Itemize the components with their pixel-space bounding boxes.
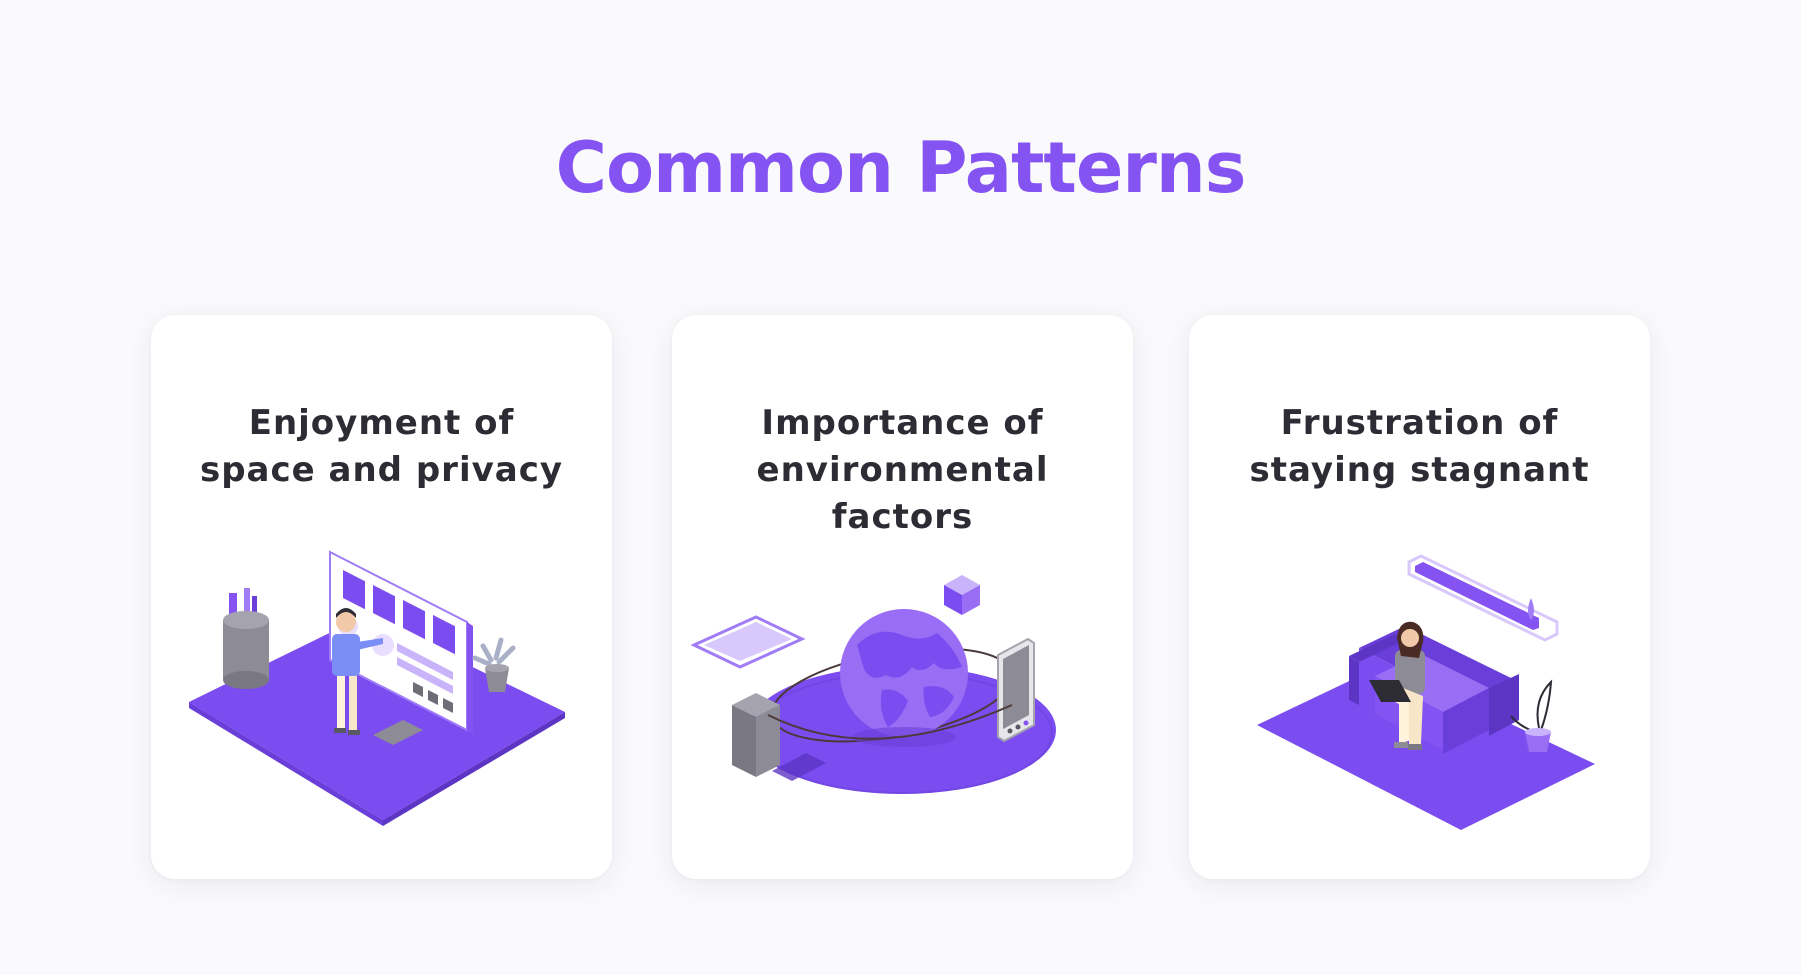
- card-title-line: Enjoyment of: [248, 403, 515, 443]
- tablet-icon: [690, 615, 806, 669]
- person-icon: [332, 608, 383, 735]
- card-title-line: Importance of: [761, 403, 1044, 443]
- smartphone-icon: [997, 637, 1035, 743]
- globe-with-devices-illustration: [672, 555, 1133, 855]
- woman-with-laptop-icon: [1369, 621, 1425, 750]
- pattern-card-space-privacy: Enjoyment of space and privacy: [151, 315, 612, 879]
- pencil-cup-icon: [223, 588, 269, 689]
- card-title-line: environmental: [756, 450, 1049, 490]
- pattern-card-staying-stagnant: Frustration of staying stagnant: [1189, 315, 1650, 879]
- whiteboard-icon: [329, 550, 473, 734]
- pattern-card-environmental-factors: Importance of environmental factors: [672, 315, 1133, 879]
- page-title: Common Patterns: [555, 127, 1247, 209]
- card-title: Importance of environmental factors: [692, 400, 1113, 541]
- card-title-line: staying stagnant: [1249, 450, 1590, 490]
- potted-plant-icon: [472, 637, 516, 692]
- cube-icon: [944, 575, 980, 615]
- card-title-line: space and privacy: [199, 450, 564, 490]
- card-title-line: Frustration of: [1280, 403, 1559, 443]
- card-title-line: factors: [831, 497, 974, 537]
- woman-on-sofa-with-laptop-illustration: [1189, 530, 1650, 830]
- card-title: Frustration of staying stagnant: [1209, 400, 1630, 494]
- card-title: Enjoyment of space and privacy: [171, 400, 592, 494]
- progress-bar-icon: [1407, 554, 1559, 642]
- potted-plant-icon: [1510, 679, 1553, 752]
- server-box-icon: [732, 693, 826, 781]
- person-at-whiteboard-illustration: [151, 530, 612, 830]
- isometric-platform: [1257, 664, 1595, 830]
- globe-icon: [840, 609, 968, 747]
